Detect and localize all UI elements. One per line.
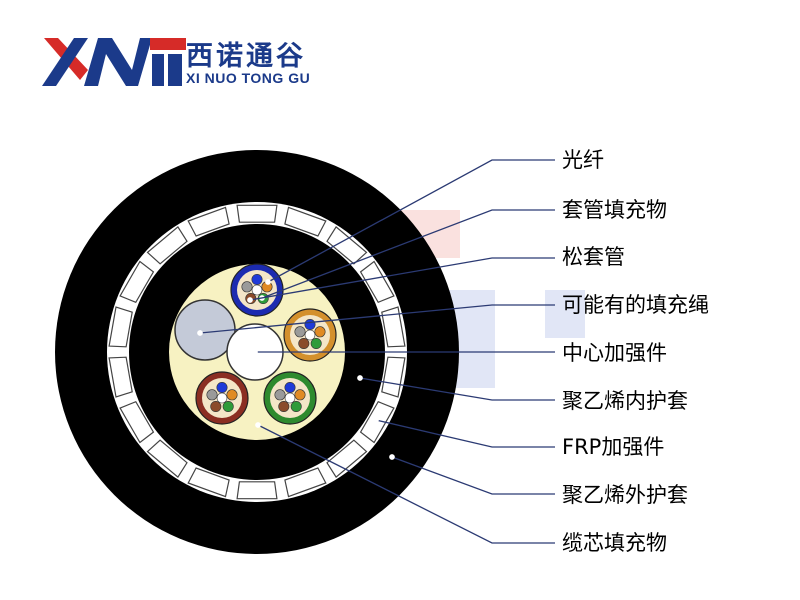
leader-line [391,456,555,495]
fiber [251,273,263,285]
frp-segment [359,260,395,304]
logo-blue-n [84,38,152,86]
watermark-blue-col-3 [545,290,585,338]
leader-dot [373,417,379,423]
fiber [226,389,238,401]
fiber [210,400,222,412]
logo-blue-g [168,54,182,86]
leader-dot [255,422,261,428]
frp-segment [326,439,368,479]
frp-segment [108,356,133,398]
leader-line [267,159,555,283]
fiber [222,400,234,412]
leader-line [359,377,555,401]
callout-filler-rope: 可能有的填充绳 [562,293,709,317]
brand-name-en: XI NUO TONG GU [186,70,311,86]
fiber [206,389,218,401]
loose-tube [195,371,249,425]
frp-segment [381,306,406,348]
frp-segment [381,356,406,398]
fiber [284,381,296,393]
fiber [216,381,228,393]
frp-segment [284,206,327,237]
leader-dot [357,375,363,381]
fiber [278,400,290,412]
leader-line [375,419,555,448]
logo-mark [42,38,186,86]
loose-tube [230,263,284,317]
frp-segment [187,467,230,498]
leader-line [257,424,555,544]
leader-dot [247,297,253,303]
logo-blue-t [152,54,164,86]
frp-segment [187,206,230,237]
frp-segment [119,260,155,304]
leader-dot [389,454,395,460]
loose-tube [263,371,317,425]
callout-loose-tube: 松套管 [562,245,625,269]
fiber [251,284,263,296]
frp-segment [236,204,278,223]
frp-segment [108,306,133,348]
leader-lines [197,159,555,544]
frp-segment [146,439,188,479]
fiber [314,326,326,338]
logo-red-bar [150,38,186,50]
leader-dot [252,349,258,355]
fiber [304,318,316,330]
brand-name-cn: 西诺通谷 [186,41,306,72]
fiber [294,326,306,338]
callout-tube-filler: 套管填充物 [562,198,667,222]
frp-segment [119,400,155,444]
logo-blue-a [42,38,88,86]
frp-segment [284,467,327,498]
fiber [304,329,316,341]
callout-core-filler: 缆芯填充物 [562,531,667,555]
leader-line [261,209,555,299]
fiber [298,337,310,349]
leader-line [249,257,555,301]
leader-dot [197,330,203,336]
brand-logo-icon [42,38,186,86]
fiber [274,389,286,401]
fiber [310,337,322,349]
frp-segments [108,204,406,500]
fiber [241,281,253,293]
callout-central-member: 中心加强件 [562,341,667,365]
loose-tube [283,308,337,362]
fiber [216,392,228,404]
callout-fiber: 光纤 [562,148,604,172]
callout-frp-member: FRP加强件 [562,435,665,459]
frp-segment [326,225,368,265]
callout-inner-sheath: 聚乙烯内护套 [562,389,688,413]
fiber [284,392,296,404]
loose-tubes [195,263,337,425]
leader-line [199,304,555,334]
callout-outer-jacket: 聚乙烯外护套 [562,483,688,507]
fiber [290,400,302,412]
frp-segment [146,225,188,265]
frp-segment [236,481,278,500]
fiber [294,389,306,401]
leader-dot [265,279,271,285]
